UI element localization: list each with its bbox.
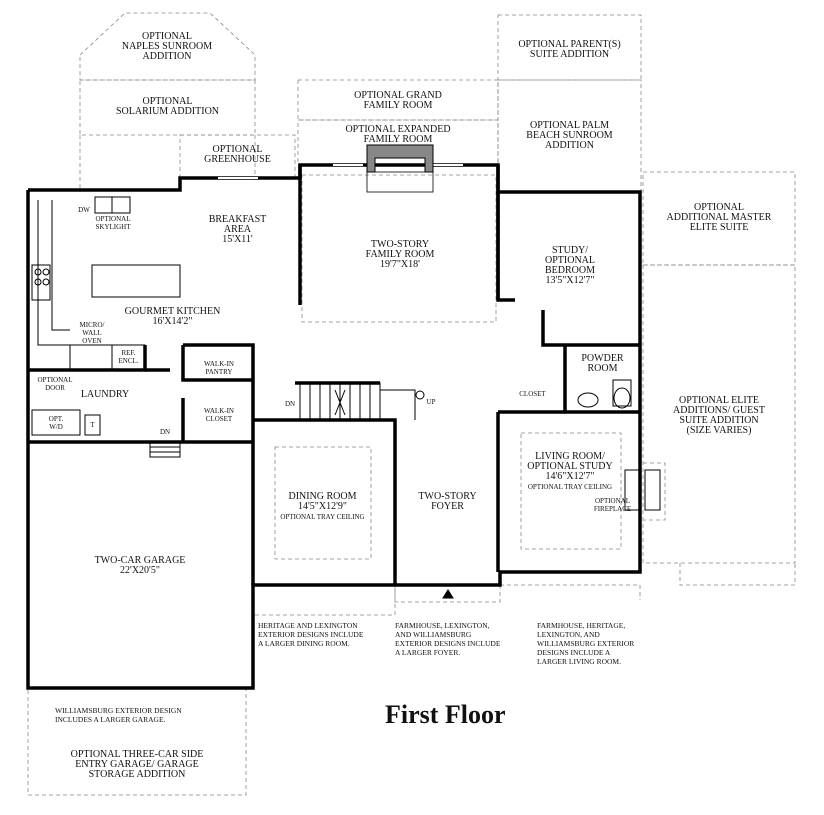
main-walls	[26, 163, 642, 690]
label-walkin-pantry: WALK-IN PANTRY	[204, 360, 234, 376]
label-walkin-closet: WALK-IN CLOSET	[204, 407, 234, 423]
label-palm-beach: OPTIONAL PALM BEACH SUNROOM ADDITION	[526, 120, 613, 151]
label-dn-laundry: DN	[159, 428, 171, 436]
parents-suite-outline	[497, 14, 642, 81]
label-living-ceiling: OPTIONAL TRAY CEILING	[527, 483, 613, 491]
label-door: OPTIONAL DOOR	[37, 376, 73, 392]
label-fireplace: OPTIONAL FIREPLACE	[593, 497, 632, 513]
master-elite-outline	[642, 171, 796, 266]
label-wd: OPT. W/D	[48, 415, 64, 431]
family-fireplace	[366, 144, 434, 193]
greenhouse-outline	[179, 134, 296, 179]
solarium-outline	[79, 79, 256, 136]
label-garage: TWO-CAR GARAGE 22'X20'5"	[94, 555, 186, 576]
kitchen-island	[91, 264, 181, 298]
interior-details	[31, 164, 661, 599]
label-powder: POWDER ROOM	[581, 353, 624, 374]
label-family: TWO-STORY FAMILY ROOM 19'7"X18'	[365, 239, 435, 270]
label-naples: OPTIONAL NAPLES SUNROOM ADDITION	[121, 31, 213, 62]
label-dining-ceiling: OPTIONAL TRAY CEILING	[280, 513, 365, 521]
label-dining: DINING ROOM 14'5"X12'9"	[288, 491, 357, 512]
label-laundry: LAUNDRY	[80, 389, 130, 400]
palm-beach-outline	[497, 79, 642, 193]
label-dw: DW	[78, 206, 90, 214]
label-closet: CLOSET	[519, 390, 546, 398]
label-skylight: OPTIONAL SKYLIGHT	[95, 215, 131, 231]
note-farmhouse-foyer: FARMHOUSE, LEXINGTON, AND WILLIAMSBURG E…	[395, 621, 501, 657]
label-master-elite: OPTIONAL ADDITIONAL MASTER ELITE SUITE	[666, 202, 772, 233]
note-williamsburg: WILLIAMSBURG EXTERIOR DESIGN INCLUDES A …	[55, 706, 182, 724]
label-living: LIVING ROOM/ OPTIONAL STUDY 14'6"X12'7"	[527, 451, 613, 482]
label-three-car: OPTIONAL THREE-CAR SIDE ENTRY GARAGE/ GA…	[70, 749, 204, 780]
page-title: First Floor	[385, 700, 506, 729]
label-elite-additions: OPTIONAL ELITE ADDITIONS/ GUEST SUITE AD…	[673, 395, 765, 436]
label-parents-suite: OPTIONAL PARENT(S) SUITE ADDITION	[518, 39, 621, 60]
label-up-stairs: UP	[426, 398, 436, 406]
elite-additions-outline	[642, 264, 796, 564]
label-expanded-family: OPTIONAL EXPANDED FAMILY ROOM	[345, 124, 451, 145]
label-ref: REF. ENCL.	[118, 349, 139, 365]
note-farmhouse-living: FARMHOUSE, HERITAGE, LEXINGTON, AND WILL…	[537, 621, 635, 666]
label-greenhouse: OPTIONAL GREENHOUSE	[204, 144, 271, 165]
label-t: T	[90, 421, 95, 429]
label-micro: MICRO/ WALL OVEN	[79, 321, 105, 345]
label-grand-family: OPTIONAL GRAND FAMILY ROOM	[354, 90, 442, 111]
label-dn-stairs: DN	[284, 400, 296, 408]
note-heritage: HERITAGE AND LEXINGTON EXTERIOR DESIGNS …	[258, 621, 364, 648]
living-tray-outline	[520, 432, 622, 550]
label-foyer: TWO-STORY FOYER	[418, 491, 477, 512]
label-solarium: OPTIONAL SOLARIUM ADDITION	[115, 96, 220, 117]
label-study: STUDY/ OPTIONAL BEDROOM 13'5"X12'7"	[544, 245, 595, 286]
label-kitchen: GOURMET KITCHEN 16'X14'2"	[124, 306, 221, 327]
dining-tray-outline	[274, 446, 372, 560]
label-breakfast: BREAKFAST AREA 15'X11'	[208, 214, 267, 245]
